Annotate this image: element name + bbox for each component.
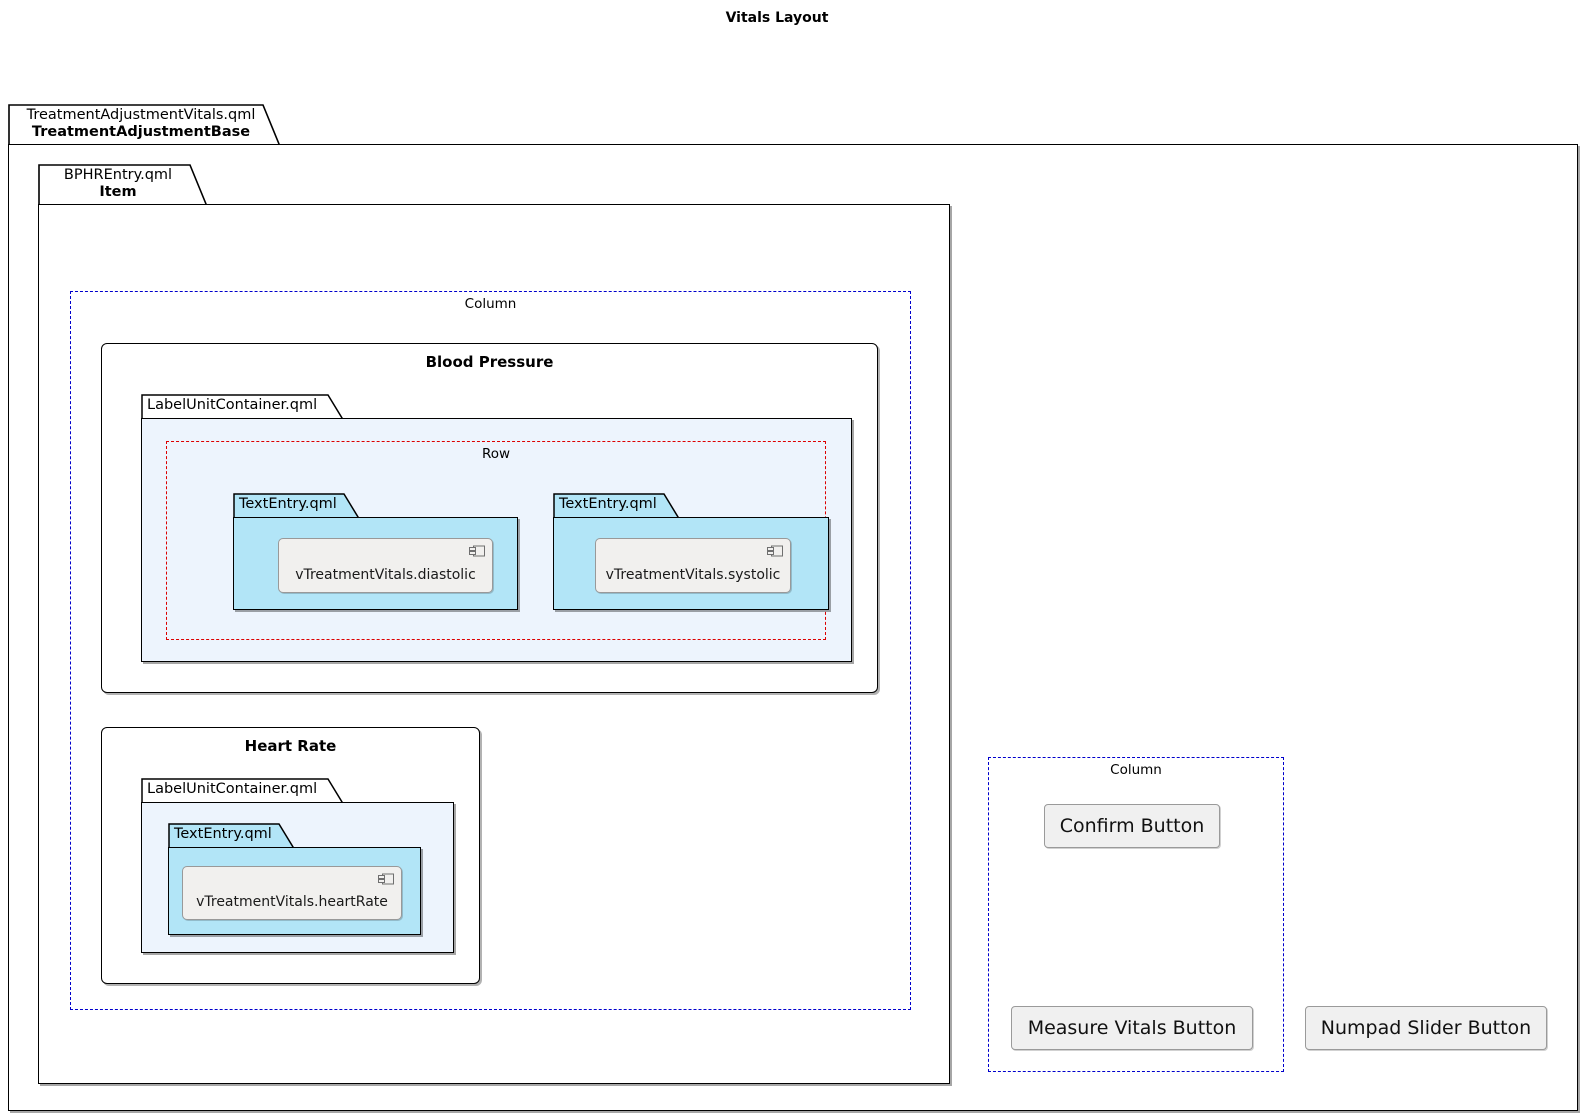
- component-icon: [767, 545, 783, 557]
- package-file-name-luc-bp: LabelUnitContainer.qml: [147, 397, 318, 413]
- measure-vitals-button-label: Measure Vitals Button: [1027, 1017, 1237, 1039]
- package-file-name-luc-hr: LabelUnitContainer.qml: [147, 781, 318, 797]
- numpad-slider-button-label: Numpad Slider Button: [1320, 1017, 1532, 1039]
- layout-column-main: Column: [70, 291, 911, 1010]
- layout-column-buttons: Column: [988, 757, 1284, 1072]
- package-file-name-root: TreatmentAdjustmentVitals.qml: [26, 107, 256, 123]
- component-diastolic-label: vTreatmentVitals.diastolic: [295, 567, 476, 583]
- layout-row-blood-pressure-label: Row: [481, 446, 511, 462]
- package-file-name-te-systolic: TextEntry.qml: [559, 496, 657, 512]
- package-text-entry-systolic: TextEntry.qml vTreatmentVitals.systolic: [553, 493, 829, 610]
- package-file-name-te-diastolic: TextEntry.qml: [239, 496, 337, 512]
- package-text-entry-diastolic: TextEntry.qml vTreatmentVitals.diastolic: [233, 493, 518, 610]
- component-icon: [378, 873, 394, 885]
- layout-column-main-label: Column: [464, 296, 517, 312]
- component-icon: [469, 545, 485, 557]
- component-diastolic[interactable]: vTreatmentVitals.diastolic: [278, 538, 493, 593]
- package-type-name-root: TreatmentAdjustmentBase: [31, 123, 251, 140]
- component-heart-rate[interactable]: vTreatmentVitals.heartRate: [182, 866, 402, 920]
- package-tab-label-root: TreatmentAdjustmentVitals.qml TreatmentA…: [12, 107, 270, 141]
- package-bphr-entry: BPHREntry.qml Item Column Blood Pressure…: [38, 164, 950, 1084]
- numpad-slider-button[interactable]: Numpad Slider Button: [1305, 1006, 1547, 1050]
- package-label-unit-container-hr: LabelUnitContainer.qml TextEntry.qml: [141, 778, 454, 953]
- package-tab-label-bphr: BPHREntry.qml Item: [42, 167, 194, 201]
- group-heart-rate-title: Heart Rate: [244, 737, 337, 755]
- package-type-name-bphr: Item: [99, 183, 137, 200]
- component-systolic-label: vTreatmentVitals.systolic: [605, 567, 781, 583]
- package-file-name-te-heartrate: TextEntry.qml: [174, 826, 272, 842]
- component-systolic[interactable]: vTreatmentVitals.systolic: [595, 538, 791, 593]
- measure-vitals-button[interactable]: Measure Vitals Button: [1011, 1006, 1253, 1050]
- confirm-button-label: Confirm Button: [1059, 815, 1205, 837]
- package-treatment-adjustment-vitals: TreatmentAdjustmentVitals.qml TreatmentA…: [8, 104, 1578, 1112]
- page-title: Vitals Layout: [725, 10, 829, 26]
- group-blood-pressure-title: Blood Pressure: [425, 353, 554, 371]
- package-file-name-bphr: BPHREntry.qml: [63, 167, 173, 183]
- package-text-entry-heartrate: TextEntry.qml vTreatmentVitals.heartRate: [168, 823, 421, 935]
- component-heart-rate-label: vTreatmentVitals.heartRate: [196, 894, 388, 910]
- confirm-button[interactable]: Confirm Button: [1044, 804, 1220, 848]
- package-label-unit-container-bp: LabelUnitContainer.qml Row TextEntry.qml: [141, 394, 852, 662]
- layout-column-buttons-label: Column: [1110, 762, 1162, 778]
